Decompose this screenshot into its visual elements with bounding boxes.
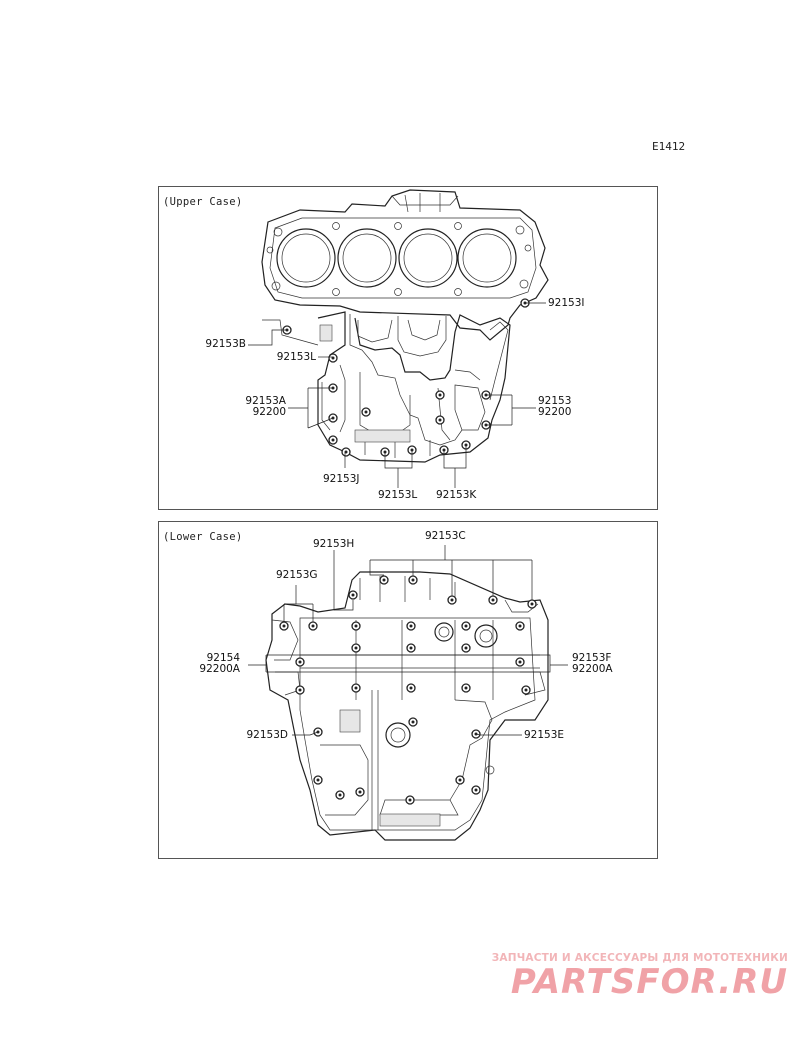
label-92153B: 92153B: [205, 338, 246, 350]
watermark-subtitle: ЗАПЧАСТИ И АКСЕССУАРЫ ДЛЯ МОТОТЕХНИКИ: [491, 952, 788, 964]
label-92153L-upper-a: 92153L: [276, 351, 316, 363]
upper-case-title: (Upper Case): [163, 196, 243, 208]
label-92153: 92153: [538, 395, 572, 407]
label-92153J: 92153J: [323, 473, 360, 485]
label-92200A-right: 92200A: [572, 663, 613, 675]
label-92153L-upper-b: 92153L: [378, 489, 418, 501]
label-92153I: 92153I: [548, 297, 585, 309]
label-92153F: 92153F: [572, 652, 612, 664]
lower-case-title: (Lower Case): [163, 531, 243, 543]
watermark-logo: PARTSFOR.RU: [510, 962, 788, 1002]
upper-case-panel: [158, 186, 658, 510]
label-92153G: 92153G: [276, 569, 318, 581]
label-92200-upper-right: 92200: [538, 406, 572, 418]
lower-case-drawing: [248, 545, 568, 841]
label-92153E: 92153E: [524, 729, 565, 741]
label-92153A: 92153A: [245, 395, 286, 407]
label-92153C: 92153C: [425, 530, 466, 542]
upper-case-drawing: [248, 189, 549, 488]
lower-case-leaders: [248, 545, 568, 736]
diagram-code: E1412: [652, 140, 686, 153]
label-92154: 92154: [206, 652, 240, 664]
upper-case-leaders: [248, 302, 546, 488]
cylinder-bores: [276, 228, 517, 288]
lower-case-bolts: [279, 575, 537, 805]
label-92153D: 92153D: [246, 729, 289, 741]
label-92200A-left: 92200A: [199, 663, 240, 675]
label-92153K: 92153K: [436, 489, 477, 501]
label-92200-upper-left: 92200: [252, 406, 286, 418]
label-92153H: 92153H: [313, 538, 355, 550]
